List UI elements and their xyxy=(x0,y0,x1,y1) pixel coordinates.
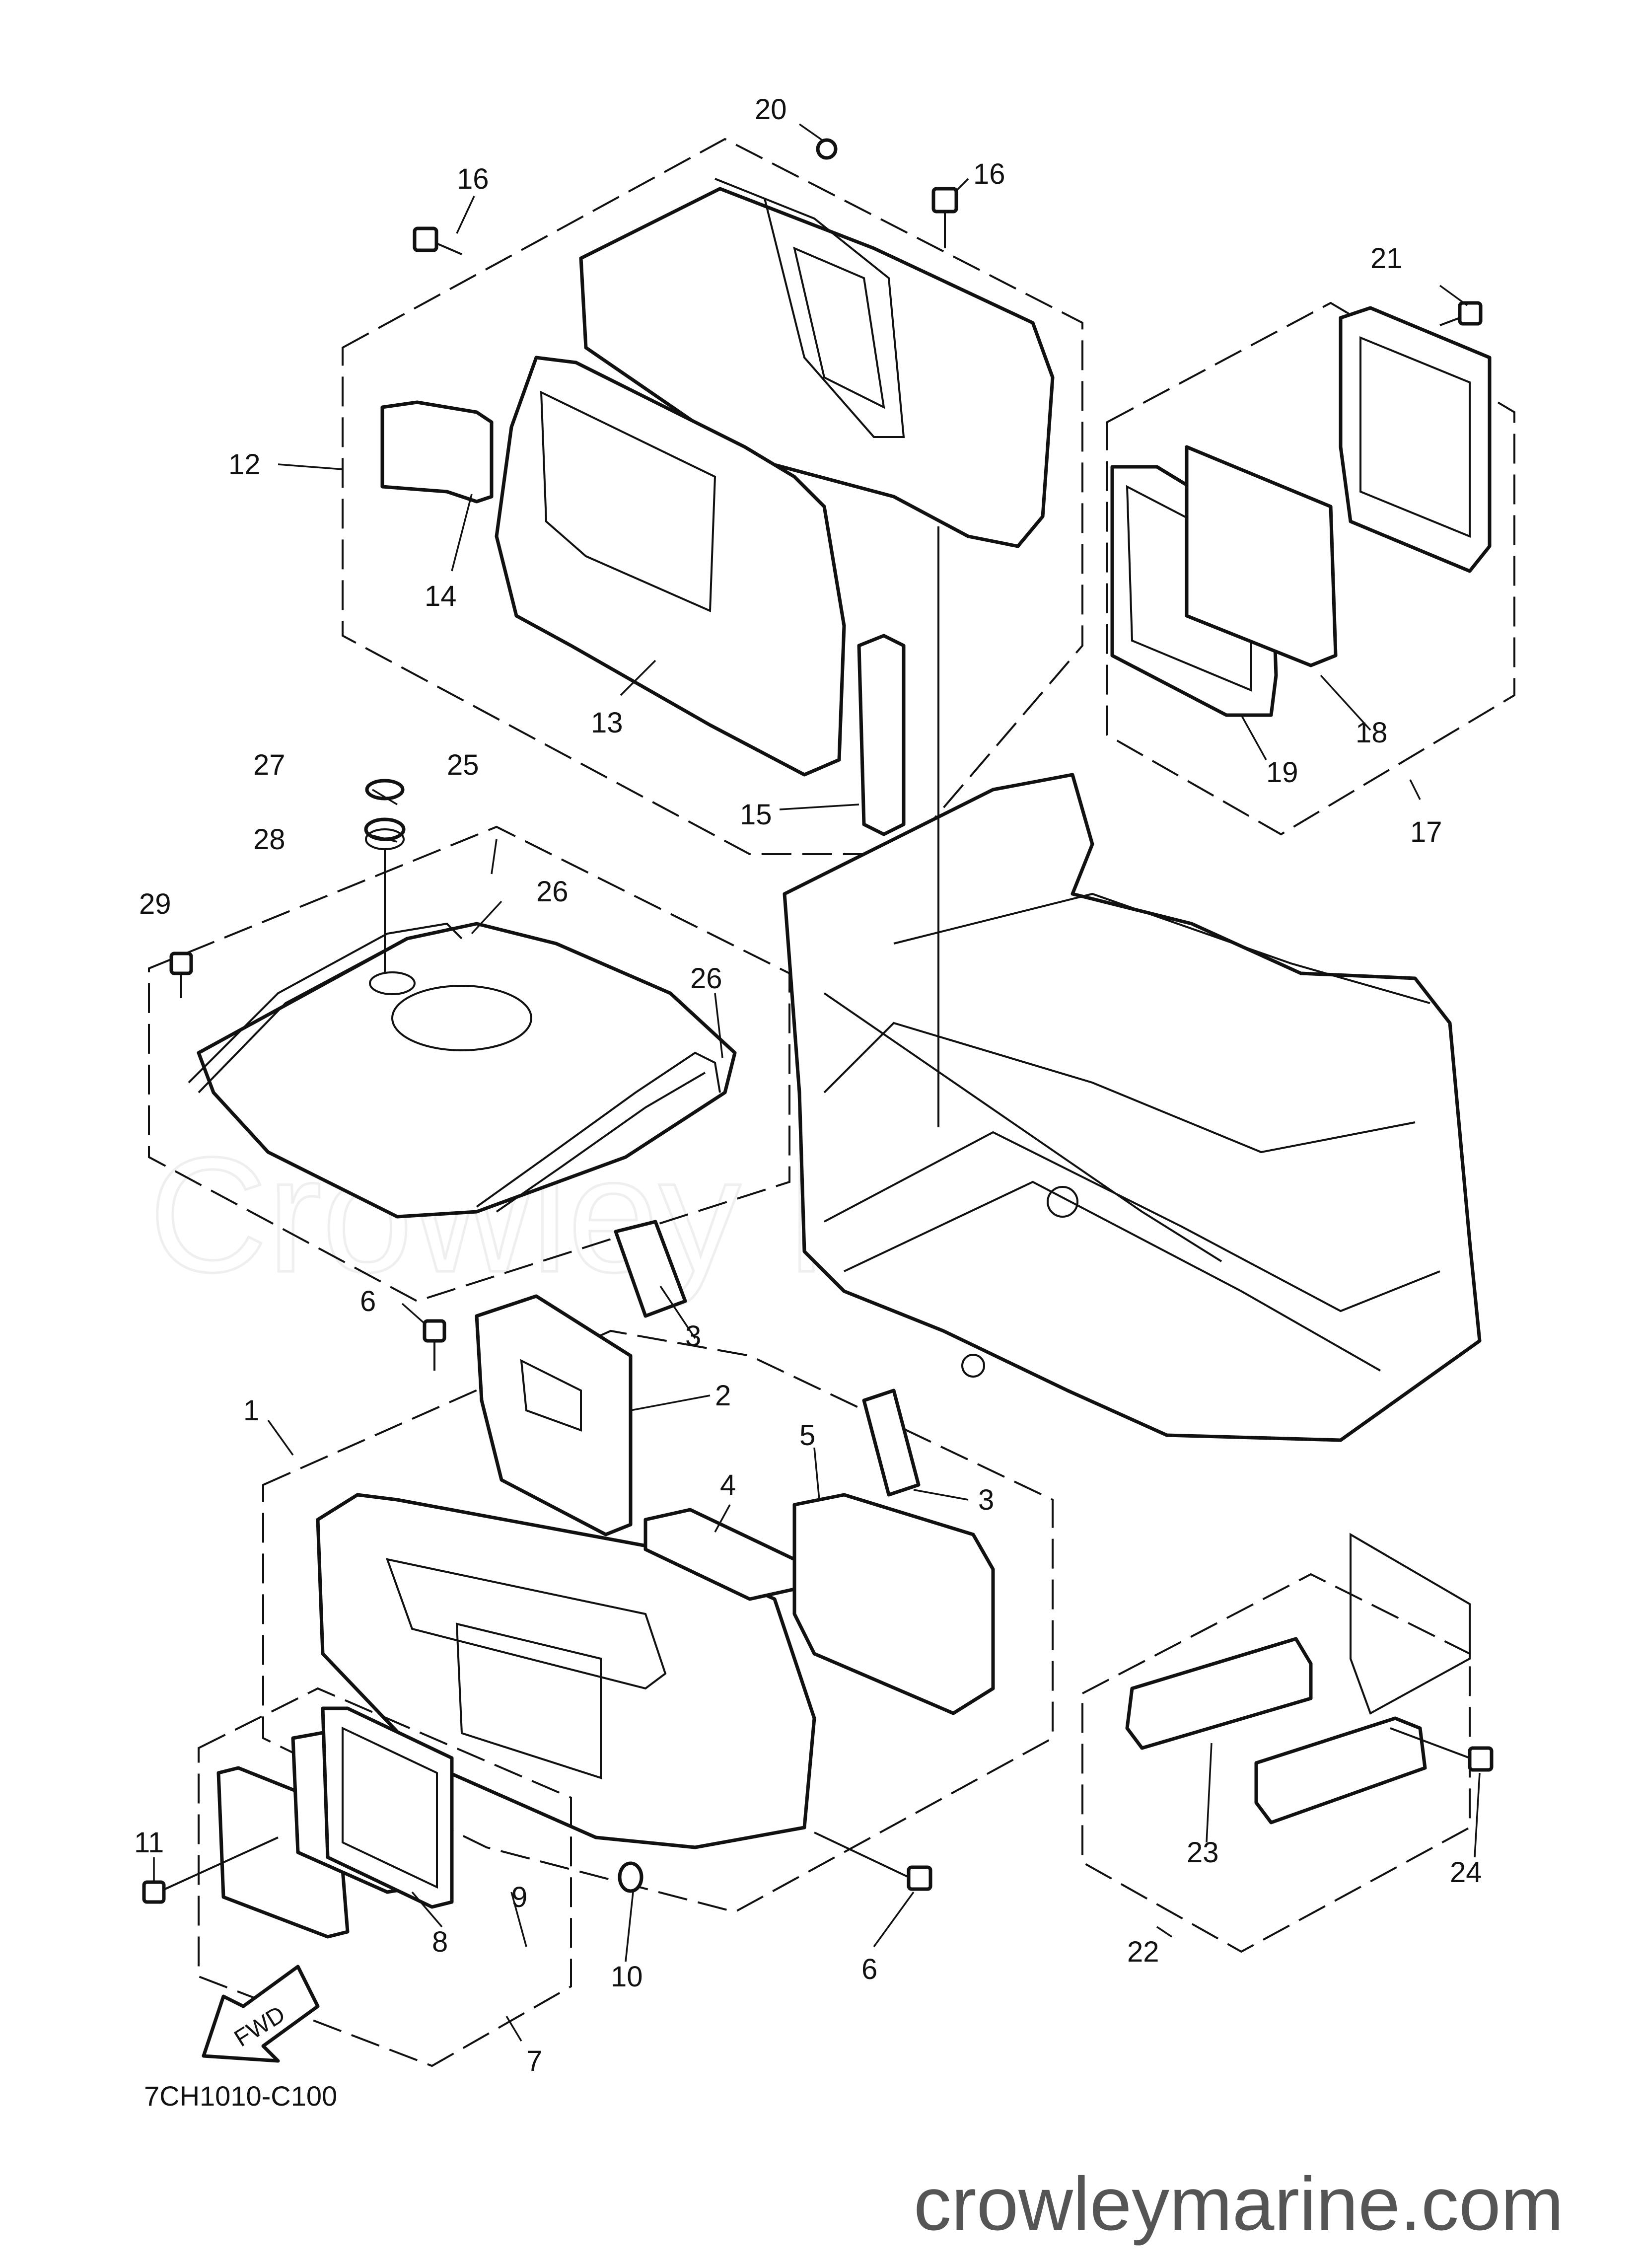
callout-17: 17 xyxy=(1410,816,1442,848)
cover-group xyxy=(1106,301,1515,836)
group-boundary-22 xyxy=(1081,1573,1471,1953)
lower-cowling-group xyxy=(262,1220,1054,1913)
callout-5: 5 xyxy=(799,1419,815,1452)
callout-25: 25 xyxy=(447,749,479,781)
callout-14: 14 xyxy=(425,580,457,612)
callout-15: 15 xyxy=(740,799,772,831)
top-cowling-group xyxy=(342,138,1083,855)
bolt-16-right xyxy=(931,187,958,248)
lower-cowling-window xyxy=(455,1622,602,1779)
silencer-2 xyxy=(475,1294,633,1536)
callout-6-upper: 6 xyxy=(360,1285,376,1317)
frame-rail-1 xyxy=(824,1131,1440,1313)
bolt-6-upper xyxy=(423,1319,446,1371)
callout-3-upper: 3 xyxy=(685,1320,701,1352)
frame-rail-2 xyxy=(844,1180,1381,1372)
gasket-9-inner xyxy=(342,1726,438,1889)
gasket-9 xyxy=(321,1706,454,1909)
callout-16-right: 16 xyxy=(973,158,1005,190)
cap-27 xyxy=(365,779,405,801)
upper-cover-group xyxy=(148,825,790,1303)
callout-29: 29 xyxy=(139,888,171,920)
callout-8: 8 xyxy=(432,1926,448,1958)
rail-26-left-inner xyxy=(198,945,393,1094)
frame-cross xyxy=(823,992,1222,1262)
frame-hole-2 xyxy=(961,1354,985,1378)
intake-group xyxy=(198,1687,572,2067)
frame-rail-3 xyxy=(823,1022,1416,1154)
grommet-28 xyxy=(364,817,406,973)
group-boundary-7 xyxy=(198,1687,572,2067)
cover-plate-inner xyxy=(1359,336,1471,538)
callout-9: 9 xyxy=(511,1881,527,1913)
fuel-opening xyxy=(391,985,532,1051)
callout-4: 4 xyxy=(720,1469,736,1501)
bolt-16-left xyxy=(413,226,462,255)
fwd-arrow: FWD xyxy=(202,1965,320,2063)
rail-26-right xyxy=(476,1051,721,1208)
cowling-bracket xyxy=(714,178,905,438)
callout-13: 13 xyxy=(591,707,623,739)
callout-27: 27 xyxy=(253,749,286,781)
callout-18: 18 xyxy=(1356,717,1388,749)
frame-hole xyxy=(1047,1186,1078,1218)
frame-assembly xyxy=(783,526,1482,1442)
grommet-10 xyxy=(618,1861,643,1893)
callout-21: 21 xyxy=(1370,242,1403,275)
callout-24: 24 xyxy=(1450,1856,1482,1889)
group-boundary-25 xyxy=(148,825,790,1303)
callout-3-lower: 3 xyxy=(978,1484,994,1516)
lower-cowling-opening xyxy=(385,1558,667,1690)
callout-19: 19 xyxy=(1266,756,1298,789)
side-cover-group xyxy=(1081,1533,1471,1953)
side-bracket xyxy=(1350,1533,1471,1715)
cover-plate xyxy=(1339,306,1492,573)
silencer-2-opening xyxy=(520,1359,582,1432)
diagram-code: 7CH1010-C100 xyxy=(144,2080,337,2112)
callout-12: 12 xyxy=(228,448,261,481)
grommet-seat xyxy=(369,971,416,995)
silencer-13 xyxy=(495,356,846,777)
group-boundary-12 xyxy=(342,138,1083,855)
rail-26-right-inner xyxy=(496,1072,706,1213)
frame-body xyxy=(783,773,1482,1442)
callout-22: 22 xyxy=(1127,1936,1159,1968)
callout-leaders xyxy=(153,123,1481,2042)
pad-15 xyxy=(857,634,906,836)
callout-16-left: 16 xyxy=(457,163,489,195)
silencer-opening xyxy=(540,390,716,613)
cover-24-plate xyxy=(1254,1716,1427,1825)
website-footer: crowleymarine.com xyxy=(914,2162,1564,2246)
bolt-29 xyxy=(169,951,193,998)
callout-1: 1 xyxy=(243,1394,259,1427)
clip-20 xyxy=(816,138,838,160)
callout-26-lower: 26 xyxy=(690,962,722,995)
callout-11: 11 xyxy=(134,1827,164,1859)
seal-3-lower xyxy=(862,1389,921,1497)
callout-10: 10 xyxy=(611,1961,643,1993)
bolt-6-lower xyxy=(814,1831,932,1891)
group-boundary-17 xyxy=(1106,301,1515,836)
callouts: 20 16 16 21 12 14 13 18 19 27 25 15 28 1… xyxy=(134,93,1482,2077)
pad-14 xyxy=(380,400,494,504)
filter-18 xyxy=(1185,445,1338,667)
bolt-24 xyxy=(1390,1727,1494,1772)
callout-23: 23 xyxy=(1187,1836,1219,1869)
callout-2: 2 xyxy=(715,1380,731,1412)
seal-3-upper xyxy=(614,1220,687,1318)
frame-rail-4 xyxy=(893,892,1430,1004)
cowling-bracket-window xyxy=(793,246,885,409)
panel-5 xyxy=(792,1493,995,1715)
rail-26-left xyxy=(188,922,463,1084)
seal-23 xyxy=(1125,1637,1313,1750)
callout-20: 20 xyxy=(755,93,787,126)
bolt-21 xyxy=(1439,301,1483,326)
upper-cover-25 xyxy=(197,922,737,1219)
callout-26-upper: 26 xyxy=(536,876,569,908)
callout-28: 28 xyxy=(253,823,286,856)
callout-6-lower: 6 xyxy=(861,1953,877,1985)
callout-7: 7 xyxy=(526,2045,542,2077)
